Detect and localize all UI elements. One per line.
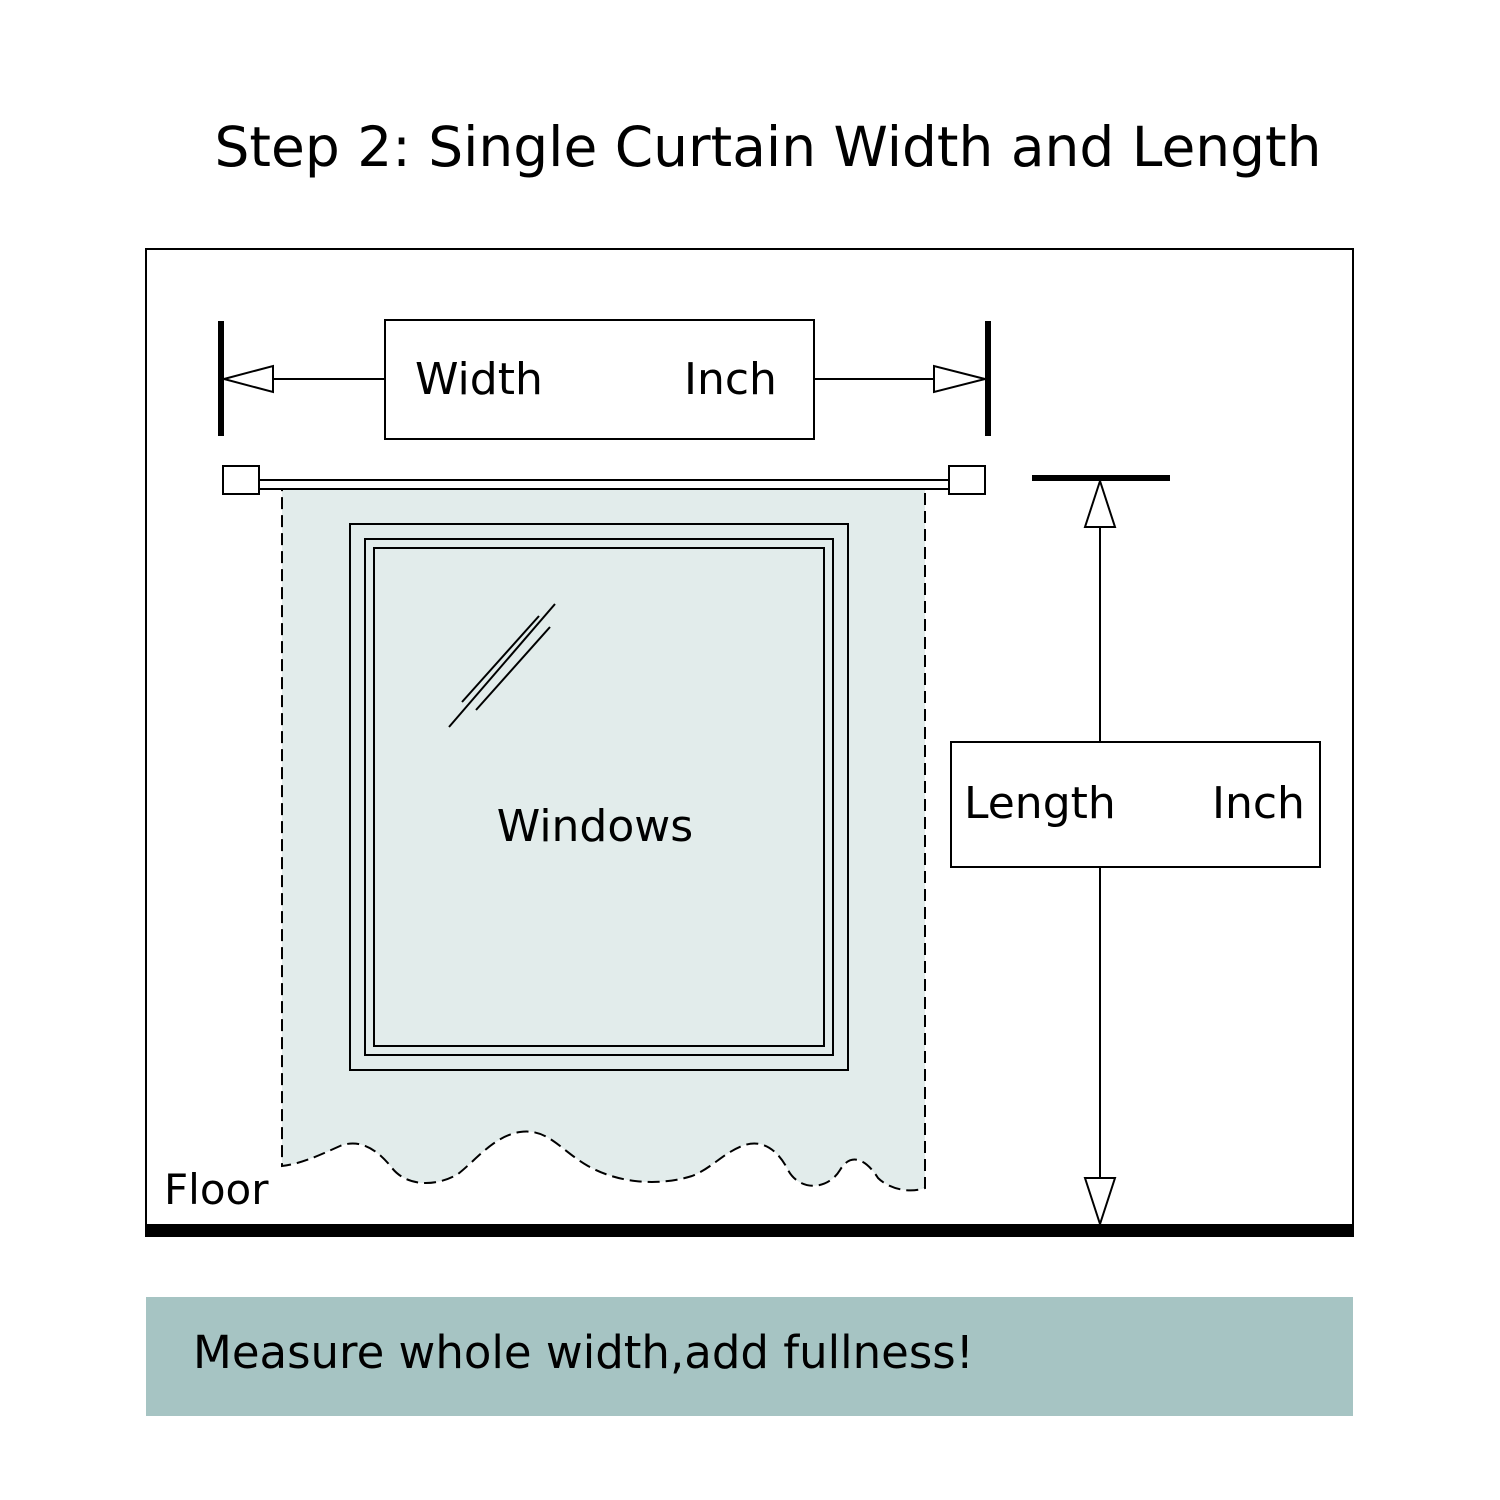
curtain-rod: [257, 479, 951, 490]
width-dimension: [218, 319, 991, 440]
floor-label: Floor: [164, 1165, 269, 1214]
width-arrow-left-icon: [220, 364, 274, 394]
width-label: Width: [415, 354, 543, 405]
length-box: [950, 741, 1321, 868]
window-frame: [349, 523, 849, 1071]
caption-text: Measure whole width,add fullness!: [193, 1326, 974, 1379]
rod-finial-right: [948, 465, 986, 495]
length-bar-top: [1032, 475, 1170, 481]
glass-shine-icon: [448, 603, 556, 728]
width-bar-left: [218, 321, 224, 436]
width-box: [384, 319, 815, 440]
rod-finial-left: [222, 465, 260, 495]
width-bar-right: [985, 321, 991, 436]
length-arrow-up-icon: [1083, 477, 1117, 528]
length-unit-label: Inch: [1212, 778, 1305, 829]
width-unit-label: Inch: [684, 354, 777, 405]
window-label: Windows: [497, 801, 693, 852]
length-dimension: [950, 475, 1321, 1228]
width-arrow-right-icon: [933, 364, 986, 394]
length-arrow-down-icon: [1083, 1177, 1117, 1228]
floor-line: [146, 1224, 1354, 1236]
caption-band: Measure whole width,add fullness!: [146, 1297, 1353, 1416]
page-title: Step 2: Single Curtain Width and Length: [214, 115, 1322, 179]
length-label: Length: [964, 778, 1116, 829]
curtain-panel: [281, 487, 926, 1192]
